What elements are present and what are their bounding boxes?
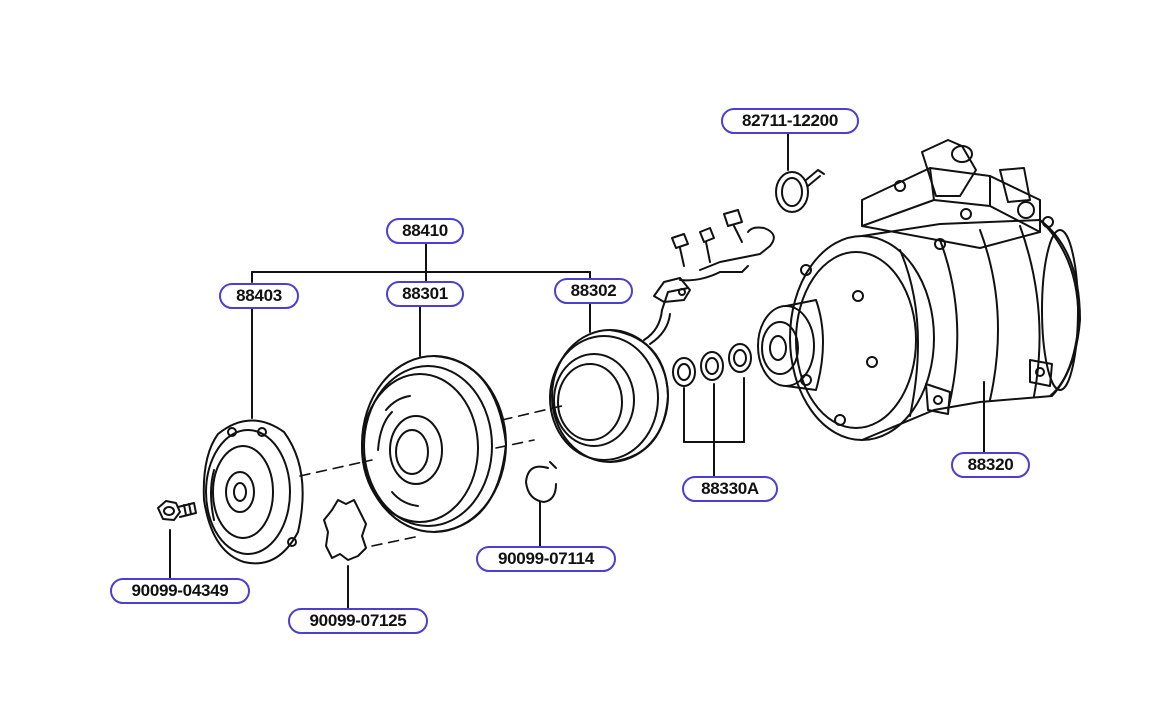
part-callout-90099-07114[interactable]: 90099-07114: [476, 546, 616, 572]
part-callout-88410[interactable]: 88410: [386, 218, 464, 244]
part-callout-88320[interactable]: 88320: [951, 452, 1030, 478]
part-callout-90099-04349[interactable]: 90099-04349: [110, 578, 250, 604]
part-callout-88403[interactable]: 88403: [219, 283, 299, 309]
wire-clamp-drawing: [775, 169, 825, 213]
compressor-drawing: [757, 139, 1081, 441]
part-callout-82711-12200[interactable]: 82711-12200: [721, 108, 859, 134]
part-callout-88301[interactable]: 88301: [386, 281, 464, 307]
part-callout-88330A[interactable]: 88330A: [682, 476, 778, 502]
pulley-drawing: [361, 355, 507, 533]
shim-washers-drawing: [672, 343, 752, 387]
bolt-drawing: [157, 500, 197, 521]
shim-ring-drawing: [323, 499, 367, 561]
part-callout-88302[interactable]: 88302: [554, 278, 633, 304]
wire-harness-drawing: [671, 209, 775, 282]
part-callout-90099-07125[interactable]: 90099-07125: [288, 608, 428, 634]
snap-ring-drawing: [525, 461, 557, 503]
field-coil-drawing: [549, 277, 691, 463]
pressure-plate-drawing: [202, 419, 304, 565]
leader-lines: [169, 132, 985, 609]
